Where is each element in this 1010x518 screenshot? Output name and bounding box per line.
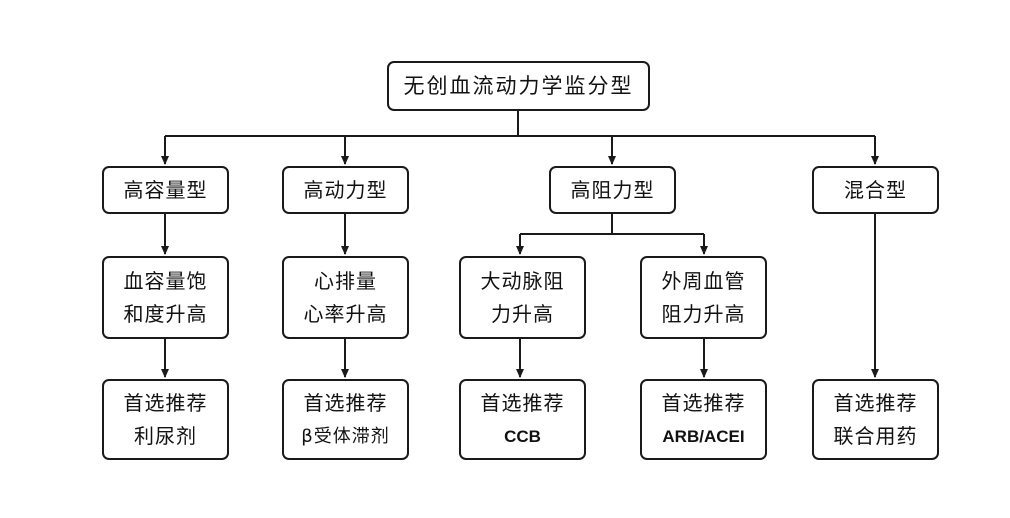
type-node-high-dynamic: 高动力型 — [282, 166, 409, 214]
mechanism-line-1: 心排量 — [314, 268, 377, 293]
recommendation-node-2: 首选推荐 β受体滞剂 — [282, 379, 409, 460]
mechanism-node-3b: 外周血管 阻力升高 — [640, 256, 767, 339]
recommendation-heading: 首选推荐 — [833, 390, 918, 415]
mechanism-line-1: 血容量饱 — [123, 268, 208, 293]
recommendation-node-1: 首选推荐 利尿剂 — [102, 379, 229, 460]
recommendation-drug: CCB — [504, 426, 541, 446]
recommendation-drug: β受体滞剂 — [301, 425, 390, 447]
recommendation-node-3b: 首选推荐 ARB/ACEI — [640, 379, 767, 460]
recommendation-drug: 利尿剂 — [134, 423, 197, 448]
type-label: 高动力型 — [303, 177, 388, 202]
recommendation-heading: 首选推荐 — [123, 390, 208, 415]
type-node-mixed: 混合型 — [812, 166, 939, 214]
mechanism-node-1: 血容量饱 和度升高 — [102, 256, 229, 339]
type-label: 高阻力型 — [570, 177, 655, 202]
type-node-high-volume: 高容量型 — [102, 166, 229, 214]
recommendation-drug: ARB/ACEI — [662, 426, 745, 446]
mechanism-line-2: 和度升高 — [123, 301, 208, 326]
type-label: 高容量型 — [123, 177, 208, 202]
recommendation-drug: 联合用药 — [833, 423, 918, 448]
mechanism-line-1: 大动脉阻 — [480, 268, 565, 293]
recommendation-node-4: 首选推荐 联合用药 — [812, 379, 939, 460]
root-label: 无创血流动力学监分型 — [403, 73, 634, 98]
root-node: 无创血流动力学监分型 — [387, 61, 650, 111]
mechanism-line-1: 外周血管 — [661, 268, 746, 293]
mechanism-node-2: 心排量 心率升高 — [282, 256, 409, 339]
recommendation-heading: 首选推荐 — [661, 390, 746, 415]
mechanism-line-2: 阻力升高 — [661, 301, 746, 326]
type-node-high-resistance: 高阻力型 — [549, 166, 676, 214]
mechanism-line-2: 力升高 — [491, 301, 554, 326]
mechanism-node-3a: 大动脉阻 力升高 — [459, 256, 586, 339]
recommendation-heading: 首选推荐 — [480, 390, 565, 415]
recommendation-node-3a: 首选推荐 CCB — [459, 379, 586, 460]
recommendation-heading: 首选推荐 — [303, 390, 388, 415]
type-label: 混合型 — [844, 177, 907, 202]
mechanism-line-2: 心率升高 — [303, 301, 388, 326]
